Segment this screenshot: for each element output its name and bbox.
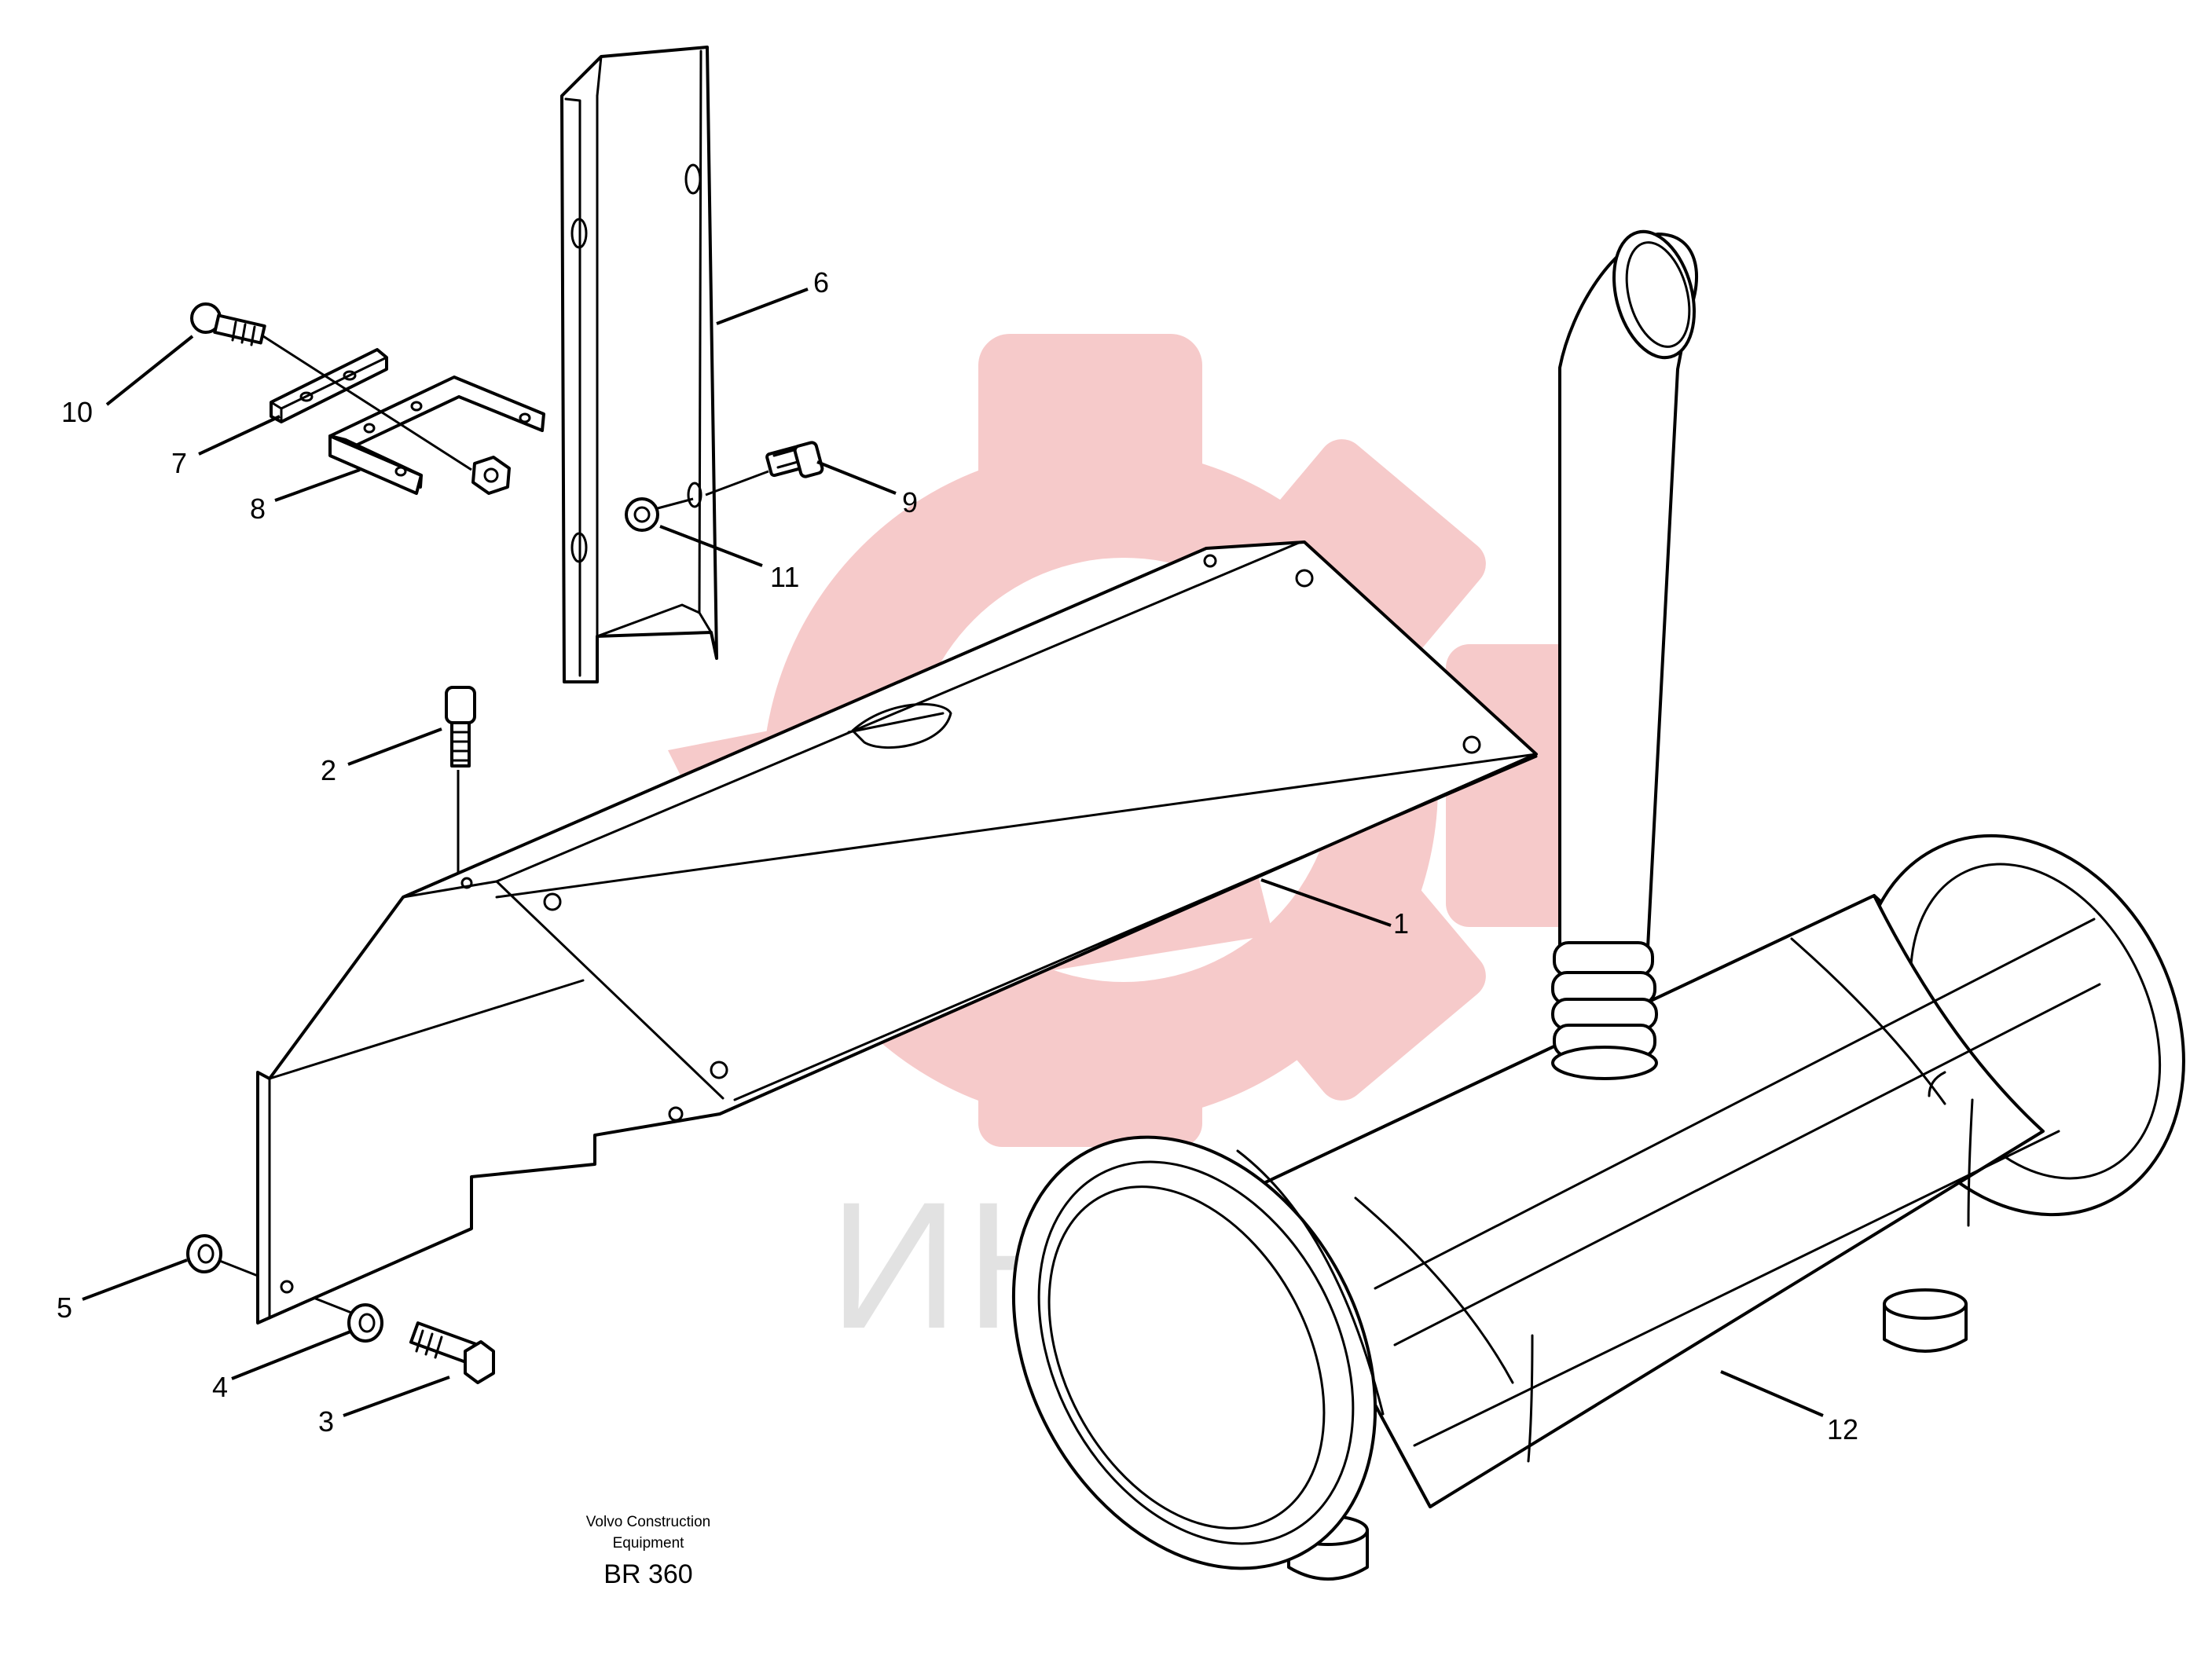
part-1-cover <box>256 540 1538 1324</box>
caption-line2: Equipment <box>613 1535 685 1552</box>
part-7-plate <box>270 348 388 423</box>
part-2-screw <box>445 686 476 768</box>
callout-8: 8 <box>250 493 266 525</box>
callout-3: 3 <box>318 1405 334 1438</box>
part-6-vertical-bracket <box>560 46 718 683</box>
callout-4: 4 <box>212 1371 228 1403</box>
callout-11: 11 <box>770 561 799 593</box>
part-4-washer <box>347 1303 383 1343</box>
leader-lines <box>82 288 1824 1417</box>
part-5-washer <box>186 1234 222 1273</box>
callout-6: 6 <box>813 266 829 299</box>
callout-9: 9 <box>902 486 918 518</box>
part-8-u-clamp <box>328 376 545 495</box>
part-12-tailpipe <box>1551 229 1698 1080</box>
callout-5: 5 <box>57 1291 72 1324</box>
callout-7: 7 <box>171 447 187 479</box>
caption-line1: Volvo Construction <box>586 1514 710 1530</box>
caption-code: BR 360 <box>603 1559 692 1589</box>
part-3-bolt <box>409 1321 495 1384</box>
callout-10: 10 <box>61 396 93 428</box>
part-11-nut <box>625 497 659 532</box>
callout-1: 1 <box>1393 907 1409 940</box>
part-10-bolt <box>190 302 266 346</box>
part-12-muffler <box>1011 834 2185 1581</box>
callout-2: 2 <box>321 754 336 786</box>
part-8-nut <box>471 456 511 495</box>
part-9-screw <box>765 441 824 478</box>
callout-12: 12 <box>1827 1413 1858 1445</box>
